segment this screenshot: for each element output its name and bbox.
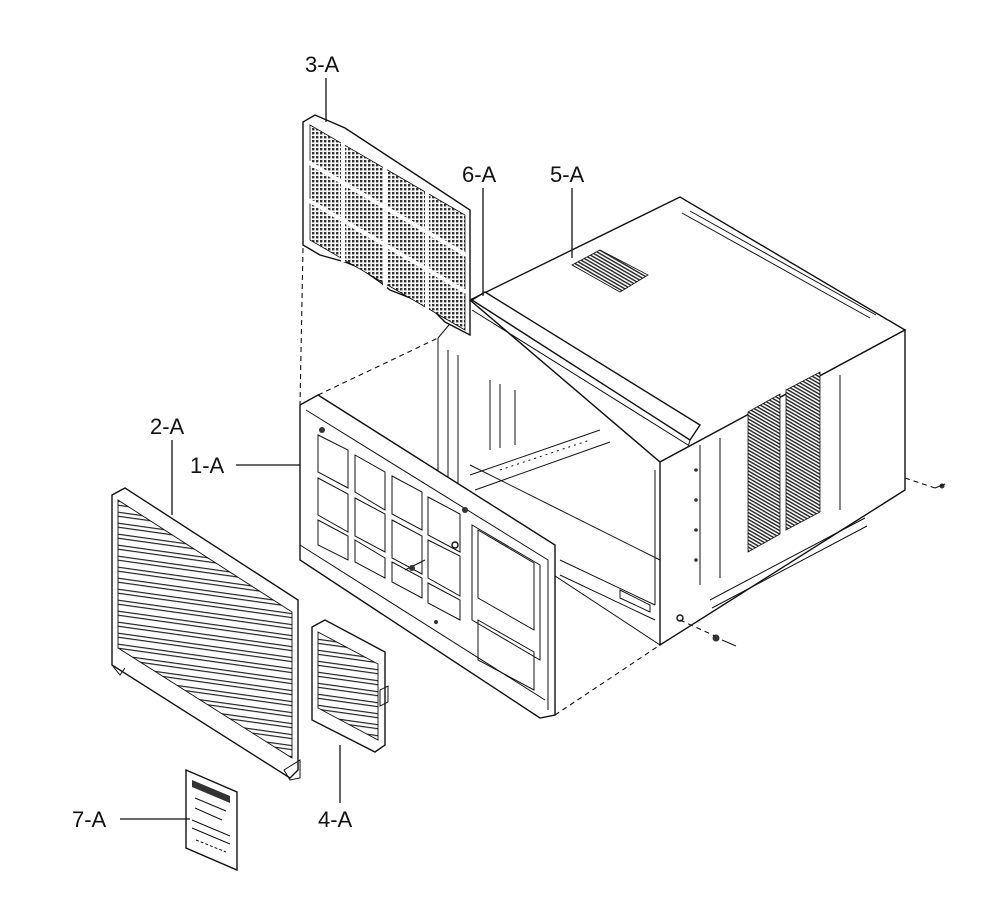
label-3a: 3-A [305,52,340,77]
air-filter-3a [302,114,471,337]
label-6a: 6-A [462,162,497,187]
leader-lines [120,78,573,820]
label-7a: 7-A [72,807,107,832]
assembly-lines [299,247,936,716]
label-4a: 4-A [318,807,353,832]
gasket-strip-6a [470,291,701,448]
screw-icon [712,483,946,647]
label-1a: 1-A [190,453,225,478]
label-2a: 2-A [150,414,185,439]
cabinet-5a [437,196,907,647]
front-grille-2a [111,487,301,781]
energy-label-7a [185,768,238,872]
louver-4a [311,619,389,753]
label-5a: 5-A [550,162,585,187]
